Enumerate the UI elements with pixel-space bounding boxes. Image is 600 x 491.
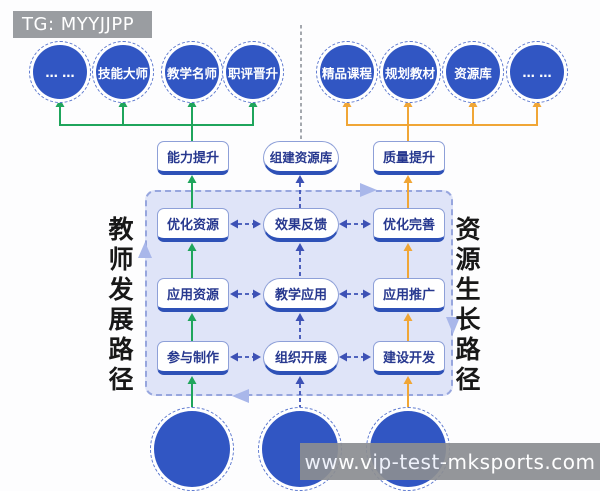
resource-circle-planned-textbook: 规划教材 [379,41,441,103]
bottom-circle-left [150,407,234,491]
circle-label: 职评晋升 [226,45,280,99]
circle-label: … … [510,45,564,99]
node-application-promotion: 应用推广 [373,278,445,312]
diagram-canvas: … … 技能大师 教学名师 职评晋升 精品课程 规划教材 资源库 … … 能力提… [13,11,600,491]
circle-label: 资源库 [446,45,500,99]
circle-label: 技能大师 [96,45,150,99]
teacher-circle-skill-master: 技能大师 [92,41,154,103]
node-apply-resources: 应用资源 [157,278,229,312]
node-construction-development: 建设开发 [373,341,445,375]
node-quality-improvement: 质量提升 [373,141,445,175]
circle-label: 规划教材 [383,45,437,99]
teacher-circle-famous-teacher: 教学名师 [161,41,223,103]
node-effect-feedback: 效果反馈 [263,208,339,242]
teacher-development-path-label: 教师发展路径 [105,216,134,396]
circle-label: 精品课程 [320,45,374,99]
node-organize-development: 组织开展 [263,341,339,375]
resource-growth-path-label: 资源生长路径 [452,216,481,396]
circle-blank [154,411,230,487]
watermark-url: www.vip-test-mksports.com [300,443,600,480]
teacher-circle-etc: … … [29,41,91,103]
resource-circle-repository: 资源库 [442,41,504,103]
circle-label: … … [33,45,87,99]
circle-label: 教学名师 [165,45,219,99]
node-optimize-resources: 优化资源 [157,208,229,242]
node-ability-improvement: 能力提升 [157,141,229,175]
node-build-resource-library: 组建资源库 [263,141,339,175]
node-teaching-application: 教学应用 [263,278,339,312]
tg-badge: TG: MYYJJPP [13,11,152,38]
node-optimize-improve: 优化完善 [373,208,445,242]
resource-circle-etc: … … [506,41,568,103]
teacher-circle-promotion: 职评晋升 [222,41,284,103]
node-participate-production: 参与制作 [157,341,229,375]
resource-circle-premium-course: 精品课程 [316,41,378,103]
